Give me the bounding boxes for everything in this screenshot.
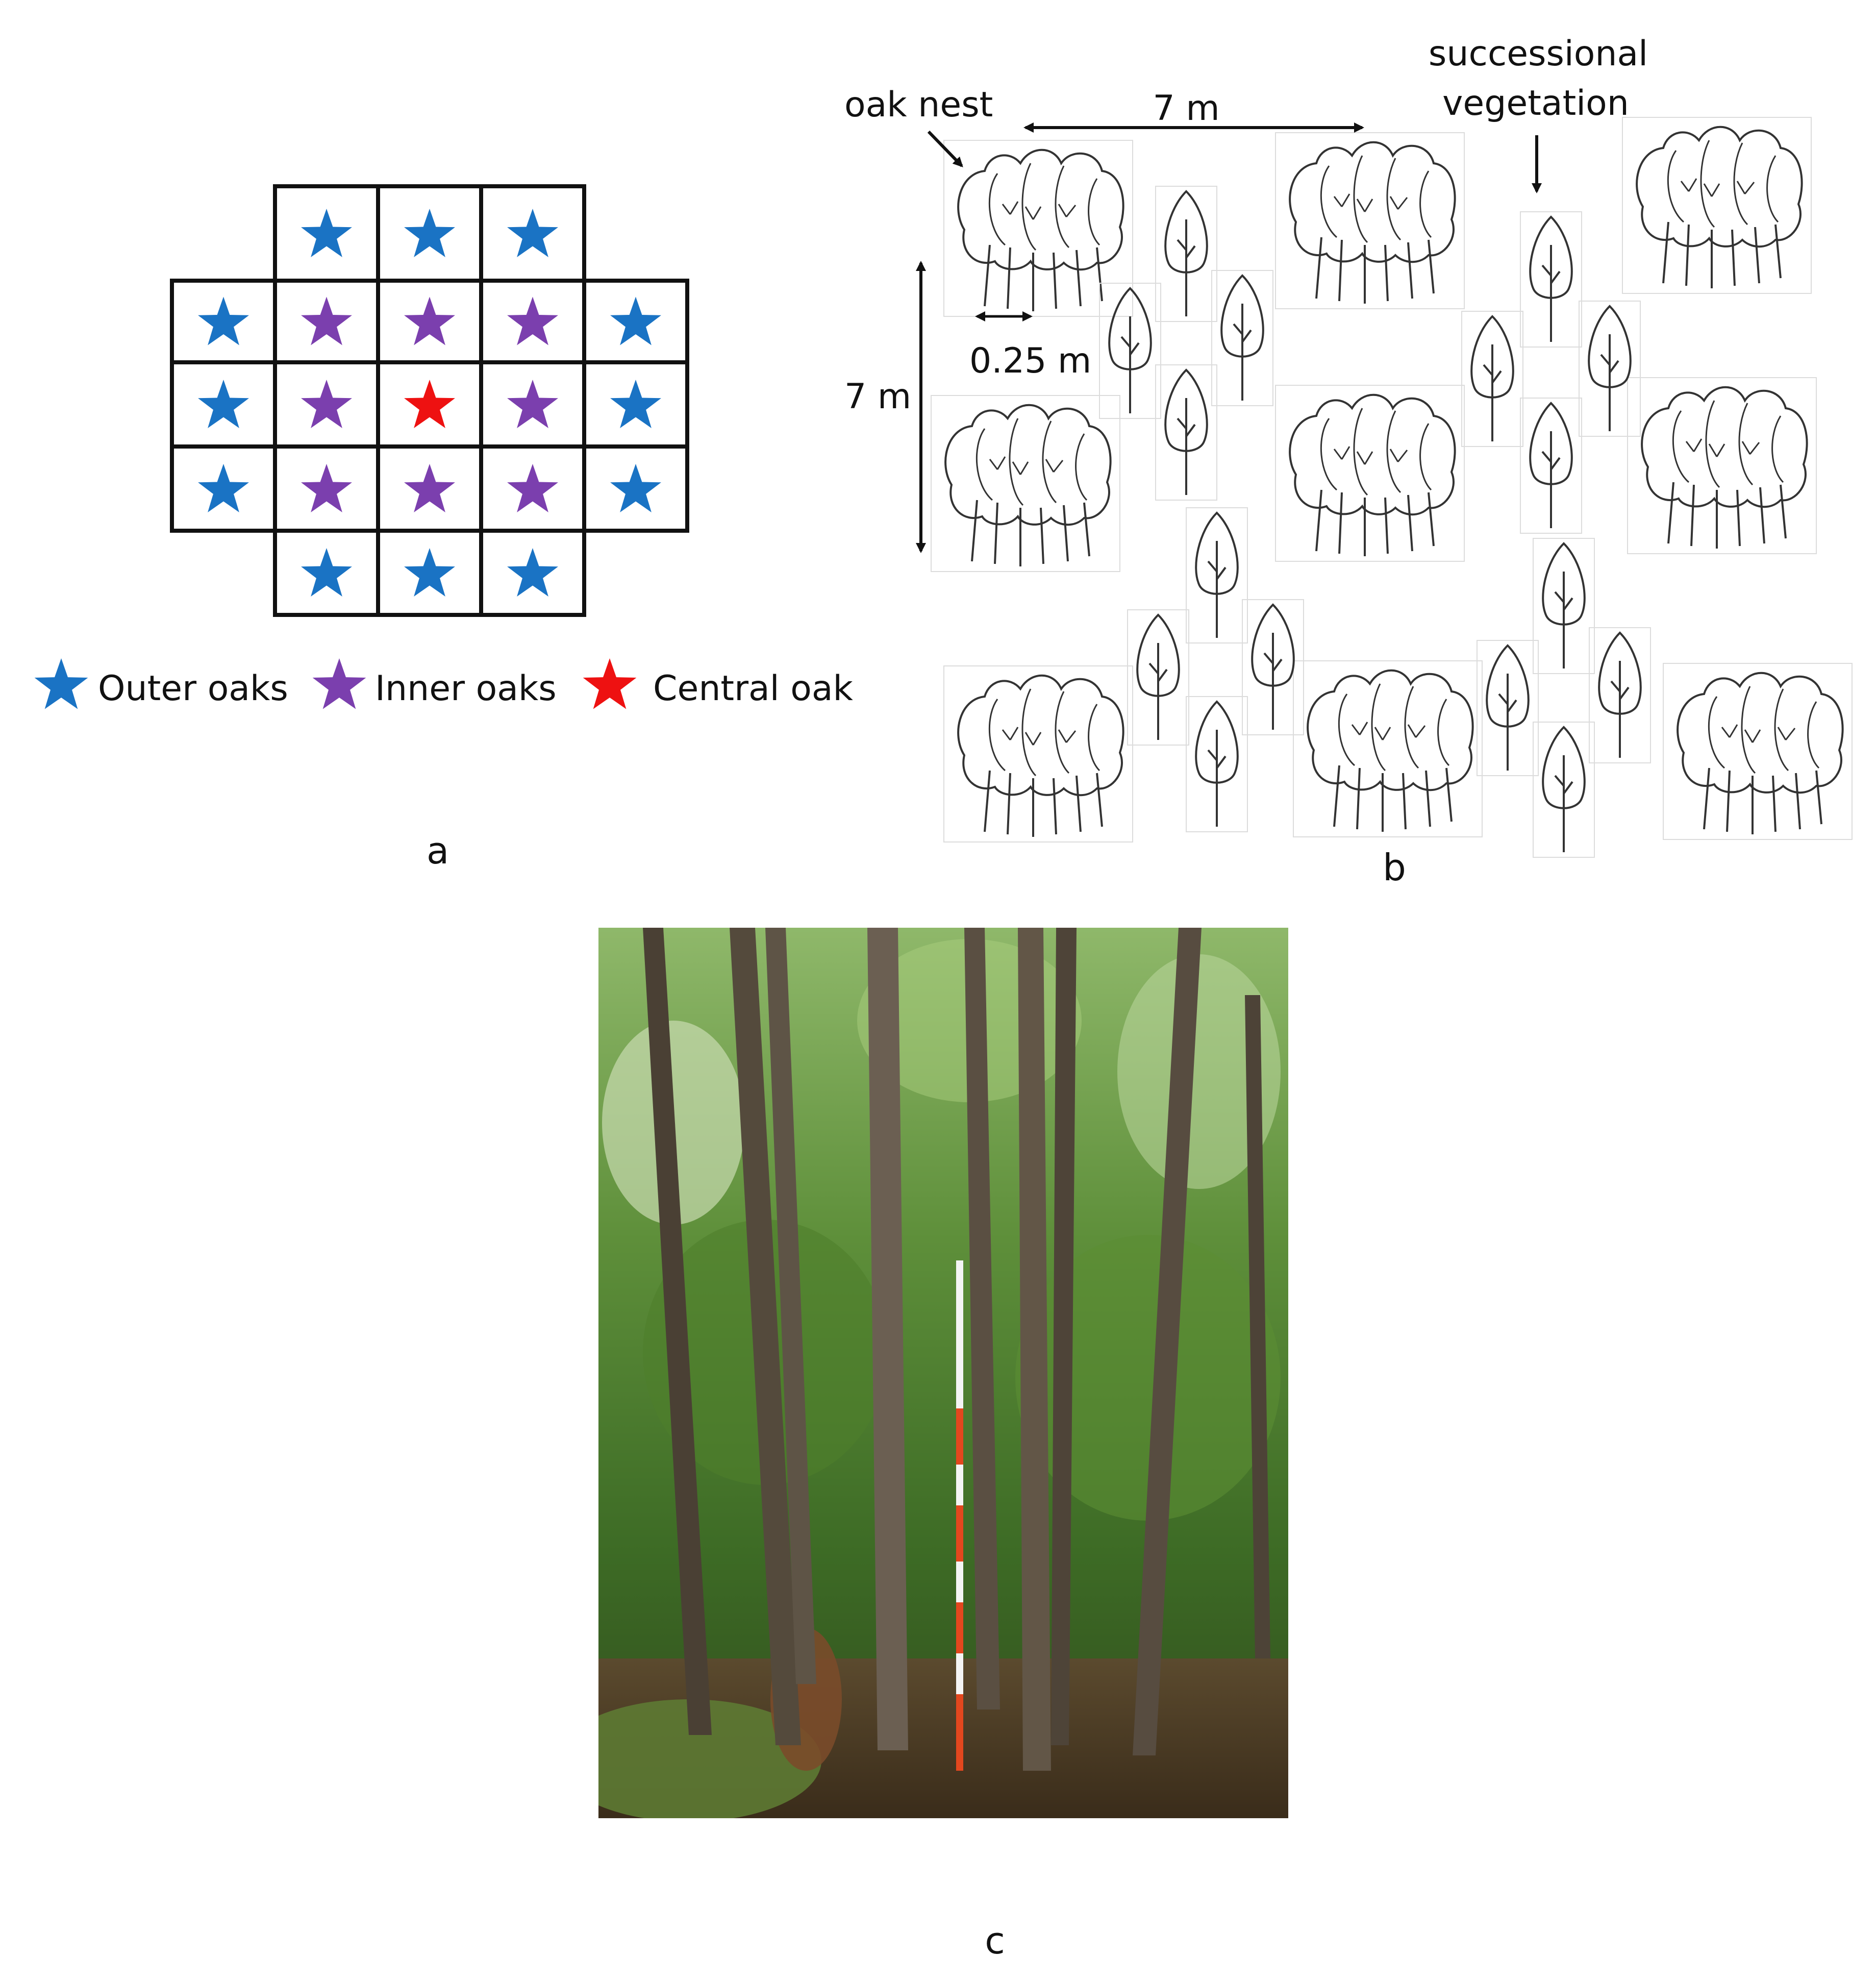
- young-tree-icon: [1461, 310, 1524, 448]
- oak-grid: [170, 184, 689, 617]
- panel-a-label: a: [427, 829, 449, 872]
- oak-nest-icon: [930, 394, 1121, 573]
- oak-nest-icon: [943, 665, 1134, 843]
- stem-spacing-label: 0.25 m: [969, 341, 1091, 381]
- inner-star-icon: [312, 658, 366, 709]
- grid-cell: [170, 444, 277, 533]
- young-tree-icon: [1185, 696, 1248, 833]
- panel-b: oak nest 7 m 7 m 0.25 m successional veg…: [844, 34, 1853, 889]
- forest-photo: [598, 928, 1288, 1818]
- vertical-distance-label: 7 m: [844, 377, 911, 417]
- young-tree-icon: [1127, 609, 1190, 746]
- young-tree-icon: [1476, 639, 1539, 777]
- oak-nest-icon: [1292, 660, 1483, 838]
- oak-nest-icon: [1274, 132, 1465, 310]
- young-tree-icon: [1578, 300, 1641, 437]
- oak-nest-arrow: [927, 130, 963, 167]
- young-tree-icon: [1519, 211, 1583, 348]
- successional-label-line1: successional: [1429, 34, 1648, 74]
- panel-c-label: c: [985, 1919, 1005, 1962]
- oak-nest-label: oak nest: [844, 85, 993, 125]
- oak-nest-icon: [1662, 662, 1853, 840]
- young-tree-icon: [1211, 269, 1274, 407]
- legend-inner: Inner oaks: [312, 658, 557, 709]
- young-tree-icon: [1098, 282, 1162, 419]
- young-tree-icon: [1588, 627, 1652, 764]
- grid-cell: [582, 279, 689, 364]
- young-tree-icon: [1155, 364, 1218, 501]
- panel-b-label: b: [1383, 846, 1406, 889]
- outer-star-icon: [34, 658, 88, 709]
- oak-nest-icon: [1621, 116, 1812, 294]
- young-tree-icon: [1532, 537, 1595, 675]
- panel-c: c: [598, 928, 1288, 1962]
- legend-inner-label: Inner oaks: [375, 668, 557, 709]
- young-tree-icon: [1532, 721, 1595, 858]
- young-tree-icon: [1185, 507, 1248, 644]
- oak-nest-icon: [943, 139, 1134, 317]
- oak-nest-icon: [1274, 384, 1465, 562]
- young-tree-icon: [1519, 397, 1583, 534]
- young-tree-icon: [1241, 599, 1305, 736]
- legend-outer-label: Outer oaks: [98, 668, 288, 709]
- central-star-icon: [583, 658, 637, 709]
- legend-central-label: Central oak: [653, 668, 853, 709]
- oak-nest-icon: [1627, 377, 1817, 555]
- horizontal-distance-label: 7 m: [1153, 88, 1219, 129]
- young-tree-icon: [1155, 185, 1218, 323]
- legend: Outer oaks Inner oaks Central oak: [34, 658, 853, 709]
- legend-central: Central oak: [583, 658, 853, 709]
- legend-outer: Outer oaks: [34, 658, 288, 709]
- panel-a: Outer oaks Inner oaks Central oak a: [34, 184, 853, 872]
- successional-label-line2: vegetation: [1442, 83, 1629, 123]
